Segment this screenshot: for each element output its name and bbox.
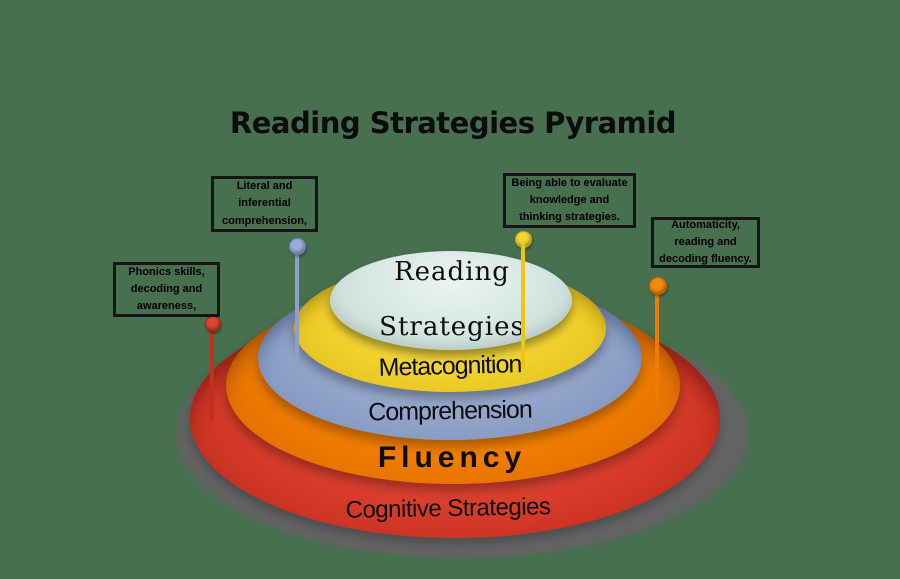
callout-automaticity: Automaticity, reading and decoding fluen… [651,217,760,268]
callout-phonics: Phonics skills, decoding and awareness, [113,262,220,317]
diagram-title: Reading Strategies Pyramid [229,106,677,140]
callout-line: comprehension, [222,214,307,227]
pyramid-layer-reading-strategies [330,251,572,350]
label-cognitive-strategies: Cognitive Strategies [345,493,551,524]
callout-line: awareness, [136,300,197,313]
label-metacognition: Metacognition [378,350,522,382]
pin-stem-red [210,324,214,422]
label-comprehension: Comprehension [368,395,532,427]
callout-line: thinking strategies. [519,211,620,224]
pin-head-orange [649,277,667,295]
pin-stem-blue [295,250,299,363]
callout-line: inferential [238,197,291,210]
label-fluency: Fluency [377,441,527,474]
pin-head-red [205,316,221,332]
callout-line: Literal and [236,180,293,193]
callout-line: decoding and [130,282,203,295]
callout-line: Being able to evaluate [511,176,628,189]
callout-literal-inferential: Literal and inferential comprehension, [211,176,318,232]
label-strategies: Strategies [379,312,525,342]
callout-line: Automaticity, [671,218,740,231]
label-reading: Reading [394,257,510,287]
callout-line: Phonics skills, [128,265,205,278]
callout-line: knowledge and [529,193,610,206]
callout-line: reading and [674,235,737,248]
pin-stem-yellow [521,244,525,369]
callout-line: decoding fluency. [659,253,752,266]
callout-evaluate-knowledge: Being able to evaluate knowledge and thi… [503,173,636,228]
pin-head-blue [289,238,306,255]
pin-stem-orange [655,290,659,402]
